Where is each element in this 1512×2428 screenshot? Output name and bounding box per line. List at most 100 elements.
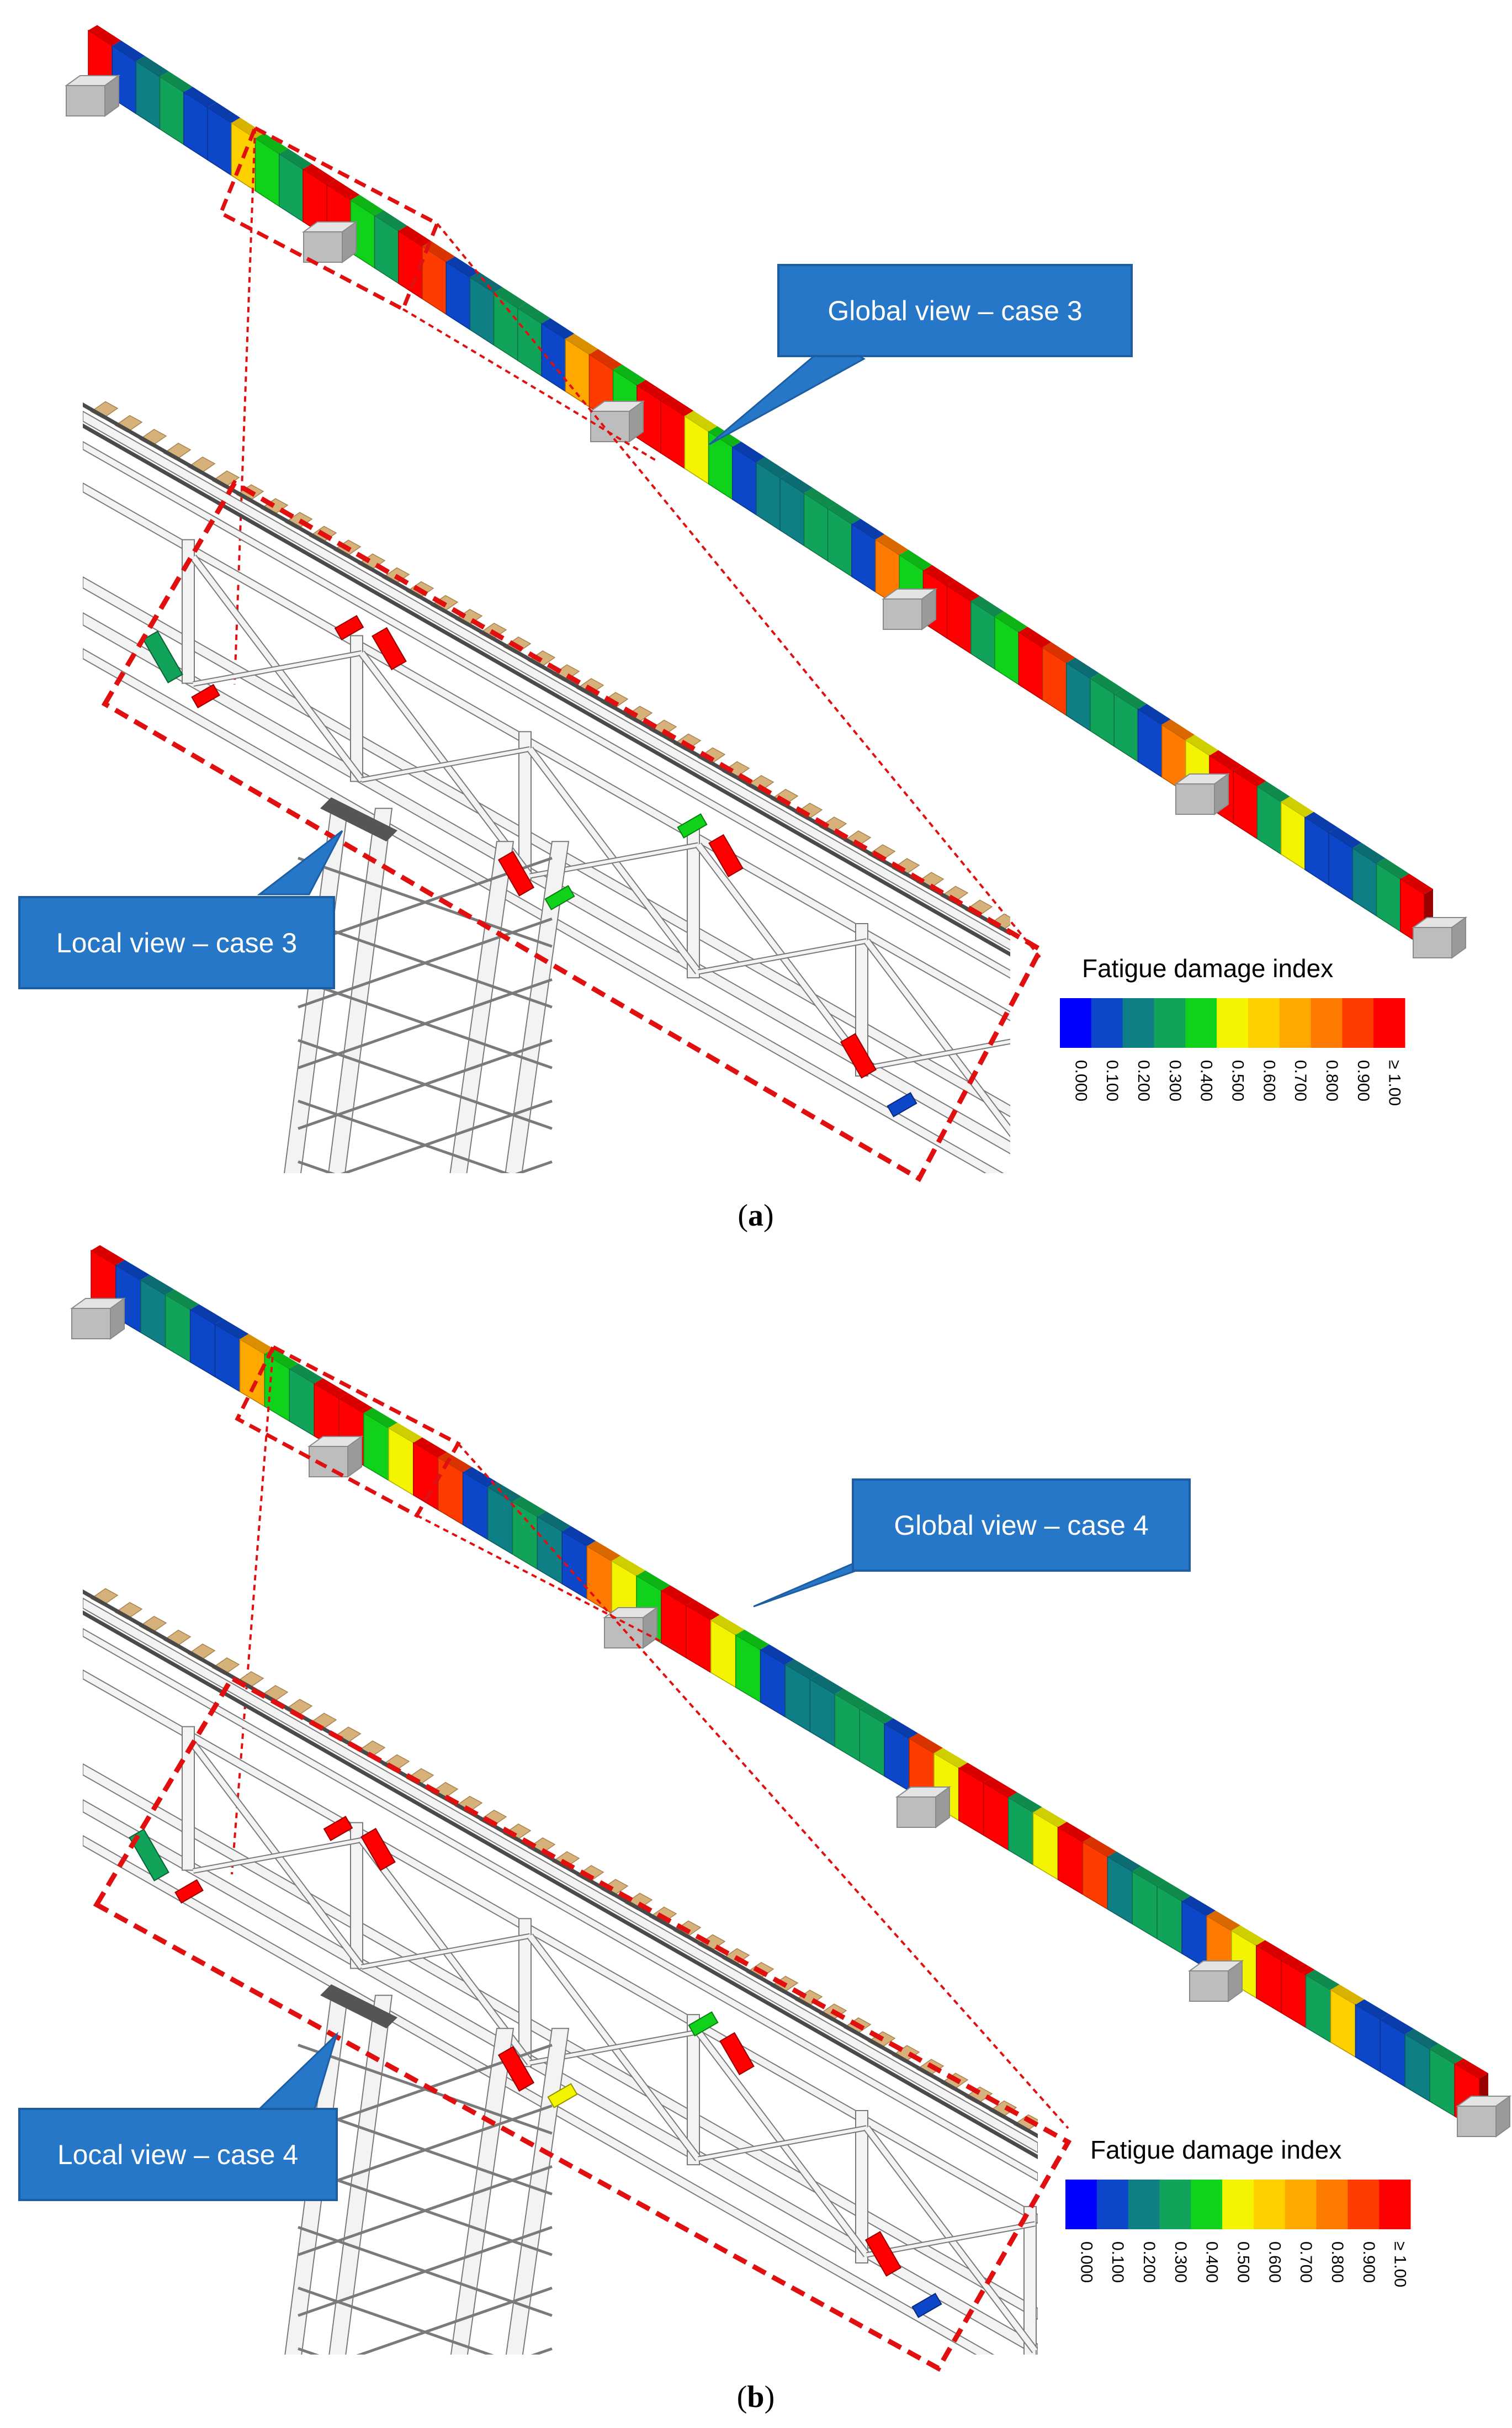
support-side (921, 588, 936, 630)
beam-segment-top (1455, 2058, 1488, 2079)
beam-segment-top (512, 1496, 547, 1517)
legend-tick-label: 0.600 (1260, 1060, 1278, 1101)
truss-vertical (855, 2110, 868, 2263)
beam-segment-top (208, 102, 241, 123)
beam-segment-top (565, 333, 598, 354)
truss-diagonal (866, 2222, 1036, 2257)
legend-swatch (1342, 998, 1374, 1048)
truss-diagonal (361, 747, 530, 782)
beam-segment-top (1400, 873, 1433, 894)
critical-member (840, 1033, 877, 1079)
global-view-beam (88, 25, 1433, 948)
truss-girder (83, 410, 1010, 967)
tower-leg (446, 2028, 514, 2355)
tower-leg (501, 2028, 570, 2355)
legend-swatch (1285, 2180, 1317, 2229)
legend-tick-label: 0.400 (1197, 1060, 1216, 1101)
legend-title: Fatigue damage index (1082, 954, 1333, 983)
beam-segment-top (374, 210, 407, 231)
beam-segment-top (760, 1644, 794, 1664)
truss-diagonal (698, 2126, 867, 2161)
beam-supports (64, 75, 1468, 959)
panel-a: Global view – case 3 Local view – case 3… (18, 25, 1468, 1233)
legend-swatch (1248, 998, 1280, 1048)
beam-segment-top (1083, 1836, 1117, 1857)
legend-swatch (1311, 998, 1343, 1048)
beam-segment-top (112, 40, 145, 61)
beam-segment-top (1330, 1984, 1365, 2005)
truss-girder (83, 441, 1010, 995)
truss-vertical (182, 1726, 195, 1871)
legend-swatch (1222, 2180, 1254, 2229)
beam-segment-top (438, 1452, 472, 1472)
tower-brace (298, 1099, 553, 1173)
beam-segment-top (1304, 812, 1338, 833)
critical-member (547, 2083, 578, 2108)
local-callout: Local view – case 3 (18, 830, 343, 989)
beam-segment-top (661, 395, 694, 416)
critical-member (544, 885, 575, 910)
critical-member (677, 813, 708, 839)
legend-tick-label: 0.100 (1103, 1060, 1121, 1101)
legend-swatch (1159, 2180, 1191, 2229)
truss-girder (83, 648, 1010, 1173)
beam-segment-top (165, 1289, 199, 1310)
beam-segment-top (1306, 1969, 1340, 1990)
beam-segment-top (827, 503, 861, 524)
beam-segment-top (1090, 673, 1123, 694)
legend-tick-label: 0.900 (1360, 2241, 1378, 2283)
beam-segment-top (732, 441, 765, 463)
truss-diagonal (193, 1838, 362, 1873)
beam-segment-top (860, 1703, 894, 1724)
truss-girder (83, 1835, 1038, 2355)
beam-segment-top (1182, 1895, 1216, 1916)
beam-segment-top (1132, 1866, 1166, 1886)
beam-segment-top (1209, 750, 1243, 771)
beam-segment-top (303, 163, 336, 185)
beam-segment-top (686, 1600, 720, 1620)
beam-segment-top (1380, 2014, 1414, 2034)
legend-tick-label: 0.400 (1203, 2241, 1221, 2283)
support-side (935, 1786, 950, 1828)
legend-swatch (1379, 2180, 1411, 2229)
beam-segment-top (804, 487, 837, 509)
legend-tick-label: 0.700 (1297, 2241, 1315, 2283)
critical-member (191, 683, 220, 709)
beam-segment-top (446, 256, 479, 278)
critical-member (497, 2046, 535, 2092)
support-side (1214, 773, 1229, 815)
legend-swatch (1065, 2180, 1097, 2229)
legend-tick-label: 0.100 (1108, 2241, 1127, 2283)
beam-segment-top (995, 611, 1028, 632)
critical-member (497, 851, 535, 897)
support-side (347, 1435, 362, 1478)
zoom-connector-line (234, 128, 256, 685)
legend-tick-label: 0.000 (1077, 2241, 1095, 2283)
critical-member (142, 630, 183, 683)
legend-tick-label: 0.900 (1354, 1060, 1372, 1101)
support-side (1228, 1960, 1243, 2002)
bearing-plate (320, 1984, 397, 2029)
support-side (1495, 2095, 1510, 2138)
beam-segment-top (289, 1363, 323, 1384)
beam-segment-top (240, 1334, 274, 1354)
tower-brace (298, 2347, 553, 2355)
support-side (110, 1297, 125, 1340)
legend-swatch (1316, 2180, 1348, 2229)
beam-segment-top (899, 549, 932, 571)
tower-brace (298, 2286, 553, 2355)
support-block (1189, 1970, 1229, 2002)
callout-box (18, 896, 335, 989)
legend-swatch (1373, 998, 1405, 1048)
tower-brace (298, 2225, 553, 2317)
tower-brace (298, 917, 553, 1009)
legend-swatch (1185, 998, 1217, 1048)
beam-segment-top (470, 272, 503, 293)
critical-member (887, 1092, 917, 1117)
legend-tick-label: 0.500 (1234, 2241, 1253, 2283)
legend-title: Fatigue damage index (1090, 2135, 1341, 2164)
legend-swatch (1091, 998, 1123, 1048)
support-block (71, 1308, 111, 1339)
